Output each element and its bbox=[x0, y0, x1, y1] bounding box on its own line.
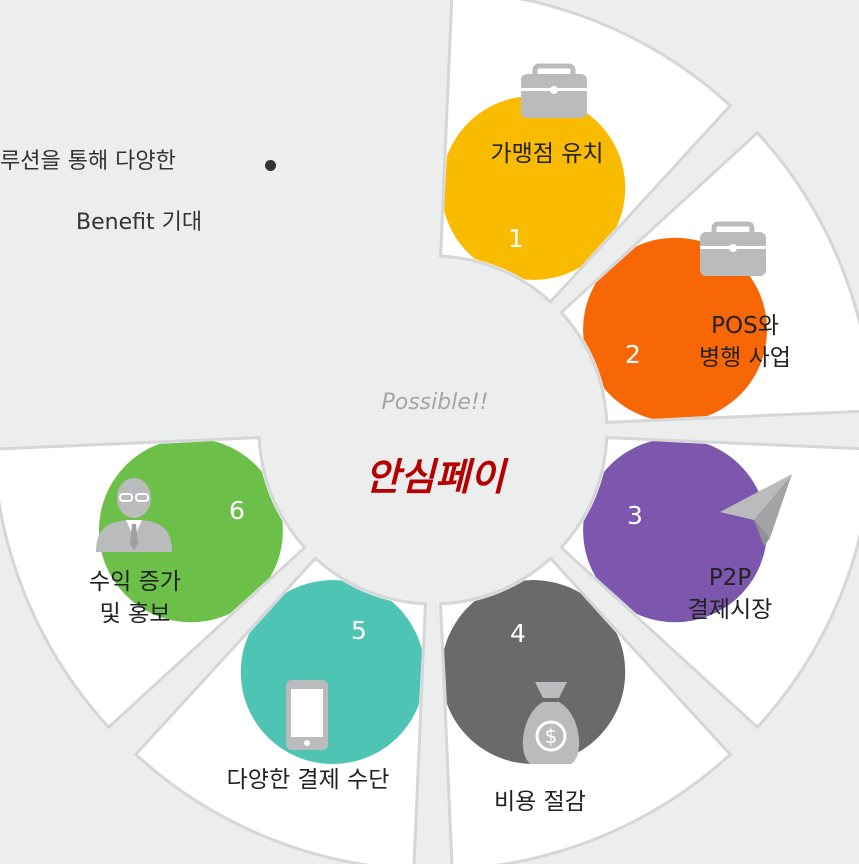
segment-3-label: P2P 결제시장 bbox=[687, 565, 773, 623]
segment-2-badge bbox=[583, 237, 768, 422]
segment-4-label: 비용 절감 bbox=[494, 789, 586, 815]
segment-5-number: 5 bbox=[351, 616, 367, 645]
svg-text:$: $ bbox=[545, 724, 558, 748]
side-text-line1: 루션을 통해 다양한 bbox=[0, 149, 176, 174]
paper-plane-icon bbox=[720, 474, 792, 546]
segment-3-number: 3 bbox=[627, 501, 643, 530]
center-subtitle: Possible!! bbox=[381, 390, 489, 415]
segment-1-number: 1 bbox=[508, 224, 524, 253]
center-title: 안심페이 bbox=[365, 455, 505, 499]
briefcase-icon bbox=[521, 63, 587, 118]
segment-1-label: 가맹점 유치 bbox=[490, 141, 604, 167]
segment-1-badge bbox=[441, 95, 626, 280]
briefcase-icon bbox=[700, 221, 766, 276]
segment-5-label: 다양한 결제 수단 bbox=[226, 767, 390, 793]
bullet-dot bbox=[265, 160, 276, 171]
segment-4-badge bbox=[441, 580, 626, 765]
segment-3-badge bbox=[583, 438, 768, 623]
businessman-icon bbox=[96, 478, 172, 552]
segment-2-number: 2 bbox=[625, 340, 641, 369]
segment-4-number: 4 bbox=[510, 619, 526, 648]
segment-6-number: 6 bbox=[229, 496, 245, 525]
side-text-line2: Benefit 기대 bbox=[76, 210, 203, 235]
smartphone-icon bbox=[286, 680, 328, 750]
segment-6-label: 수익 증가 및 홍보 bbox=[89, 569, 181, 627]
money-bag-icon: $ bbox=[522, 682, 580, 764]
segment-2-label: POS와 병행 사업 bbox=[699, 313, 791, 371]
